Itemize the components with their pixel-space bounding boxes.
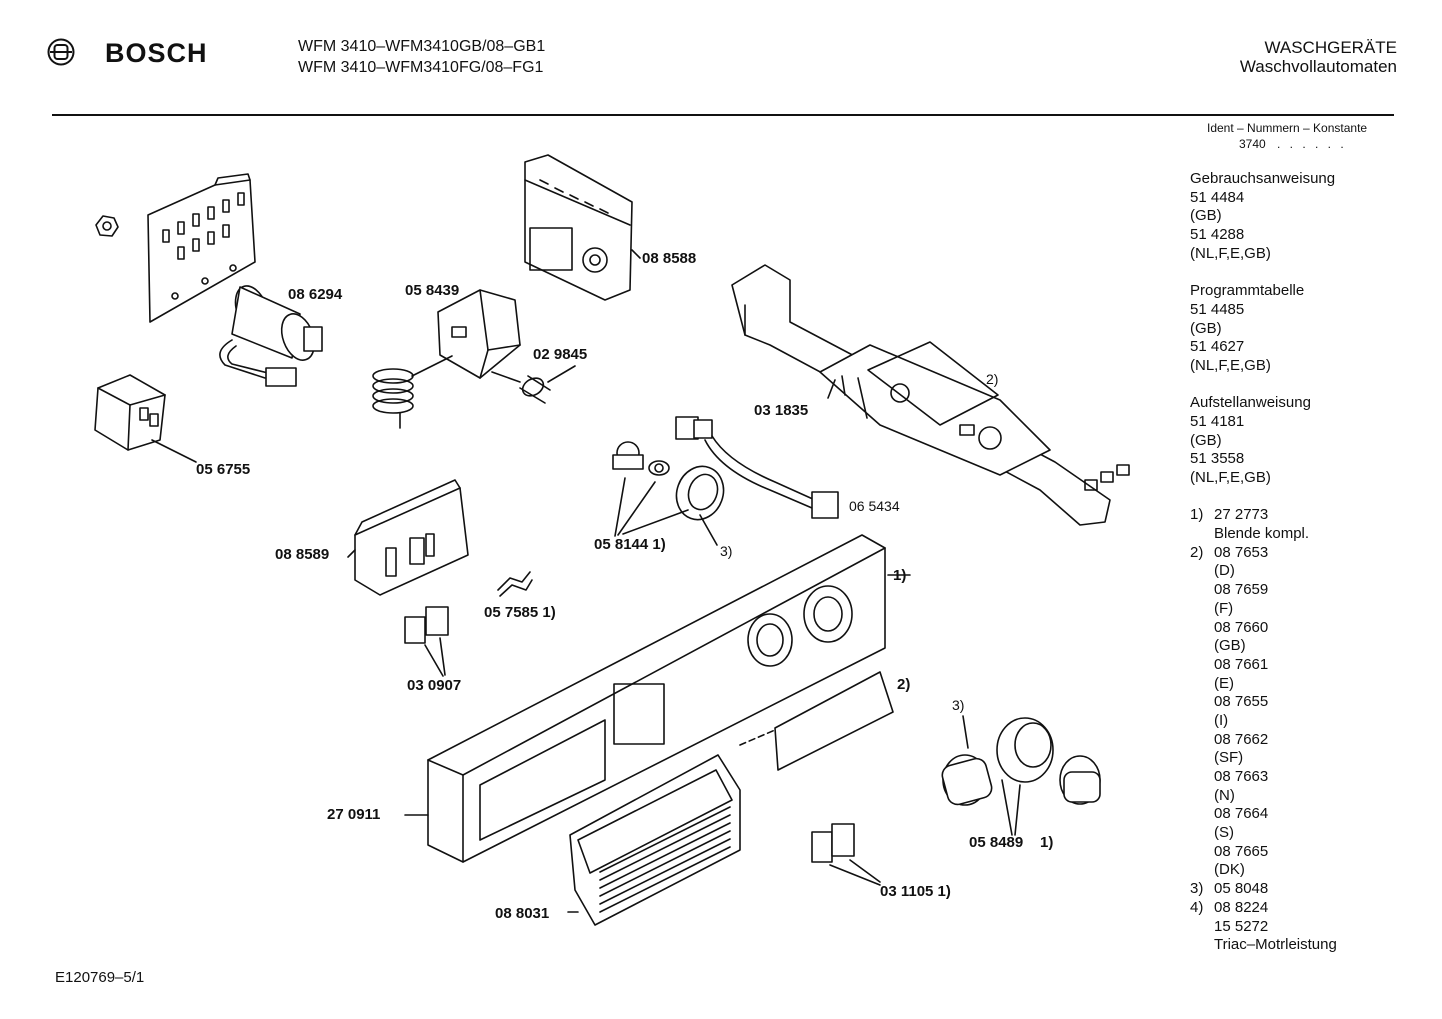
programmer-timer-part [524, 154, 641, 301]
electronics-module-part [347, 479, 469, 596]
note-item: (I) [1214, 711, 1229, 729]
note-item: 08 7665 [1214, 842, 1269, 860]
relay-part [94, 374, 197, 463]
list-item: (GB) [1190, 431, 1222, 449]
part-label-031105: 03 1105 1) [880, 883, 951, 900]
note-item: (SF) [1214, 749, 1244, 767]
capacitor-pair-part [404, 606, 449, 677]
part-label-088588: 08 8588 [642, 250, 697, 267]
note-item: 08 7664 [1214, 805, 1269, 823]
control-panel-fascia-part [404, 534, 911, 863]
part-label-270911: 27 0911 [327, 806, 381, 823]
list-item: (NL,F,E,GB) [1190, 356, 1271, 374]
model-line-2: WFM 3410–WFM3410FG/08–FG1 [298, 59, 544, 76]
ident-number: 3740 [1239, 137, 1266, 151]
door-lock-part [372, 289, 521, 429]
note-item: 08 7661 [1214, 655, 1269, 673]
model-line-1: WFM 3410–WFM3410GB/08–GB1 [298, 38, 546, 55]
note-item: (E) [1214, 674, 1234, 692]
note-item: Blende kompl. [1214, 525, 1310, 543]
list-item: 51 4288 [1190, 226, 1245, 244]
category-subtitle: Waschvollautomaten [1239, 57, 1397, 76]
document-reference-list: Gebrauchsanweisung 51 4484 (GB) 51 4288 … [1190, 170, 1337, 955]
part-label-058144: 05 8144 1) [594, 536, 666, 553]
note-item: 4)08 8224 [1190, 898, 1269, 916]
list-item: 51 3558 [1190, 450, 1245, 468]
note-item: 08 7660 [1214, 618, 1269, 636]
mounting-bracket-part [147, 173, 256, 323]
note-item: (S) [1214, 824, 1234, 842]
list-item: (NL,F,E,GB) [1190, 469, 1271, 486]
note-item: 3)05 8048 [1190, 880, 1269, 898]
ident-label: Ident – Nummern – Konstante [1207, 121, 1368, 135]
note-item: 15 5272 [1214, 917, 1269, 935]
part-label-057585: 05 7585 1) [484, 604, 556, 621]
spindle-part [519, 365, 576, 404]
list-item: (GB) [1190, 207, 1222, 225]
note-item: 08 7655 [1214, 693, 1269, 711]
list-item: 51 4485 [1190, 300, 1245, 318]
nut-part [95, 215, 119, 237]
part-label-088589: 08 8589 [275, 546, 330, 563]
part-label-065434: 06 5434 [849, 498, 900, 514]
control-knobs-part [941, 715, 1101, 836]
note-item: (DK) [1214, 861, 1245, 879]
capacitor-part [219, 285, 323, 387]
clip-part [497, 571, 533, 597]
note-item: (N) [1214, 786, 1235, 804]
rocker-switch-part [811, 823, 881, 886]
brand-name: BOSCH [105, 38, 208, 68]
part-label-086294: 08 6294 [288, 286, 343, 303]
window-strip-part [739, 671, 894, 771]
list-item: Programmtabelle [1190, 282, 1305, 300]
list-item: 51 4181 [1190, 412, 1245, 430]
list-item: 51 4627 [1190, 338, 1245, 356]
note-item: 1)27 2773 [1190, 506, 1269, 524]
pcb-rail-part [731, 264, 1130, 526]
list-item: 51 4484 [1190, 188, 1245, 206]
note-item: 08 7663 [1214, 768, 1269, 785]
part-label-088031: 08 8031 [495, 905, 550, 922]
note-item: (D) [1214, 562, 1235, 580]
callout-2: 2) [897, 676, 911, 693]
note-item: (GB) [1214, 637, 1246, 655]
list-item: Gebrauchsanweisung [1190, 170, 1336, 187]
part-label-030907: 03 0907 [407, 677, 462, 694]
note-item: Triac–Motrleistung [1214, 936, 1337, 954]
note-item: 2)08 7653 [1190, 543, 1269, 561]
callout-1: 1) [893, 567, 907, 584]
part-label-029845: 02 9845 [533, 346, 588, 363]
part-label-031835: 03 1835 [754, 402, 809, 419]
part-label-056755: 05 6755 [196, 461, 251, 478]
list-item: Aufstellanweisung [1190, 394, 1311, 412]
part-label-058489-note: 1) [1040, 834, 1054, 851]
list-item: (NL,F,E,GB) [1190, 244, 1271, 262]
connector-cable-part [675, 416, 839, 519]
part-label-058439: 05 8439 [405, 282, 460, 299]
part-label-058489: 05 8489 [969, 834, 1024, 851]
callout-3-pressure: 3) [720, 543, 733, 559]
note-item: (F) [1214, 599, 1234, 617]
note-item: 08 7662 [1214, 730, 1269, 748]
category-title: WASCHGERÄTE [1264, 38, 1397, 57]
list-item: (GB) [1190, 319, 1222, 337]
callout-2-pcb: 2) [986, 371, 999, 387]
header-divider [52, 114, 1394, 116]
note-item: 08 7659 [1214, 581, 1269, 599]
drawer-handle-part [567, 754, 741, 926]
callout-3-knob: 3) [952, 697, 965, 713]
drawing-code: E120769–5/1 [55, 969, 145, 986]
pressure-switch-part [612, 441, 725, 546]
bosch-logo-icon [47, 38, 75, 66]
ident-dots: . . . . . . [1277, 137, 1347, 151]
